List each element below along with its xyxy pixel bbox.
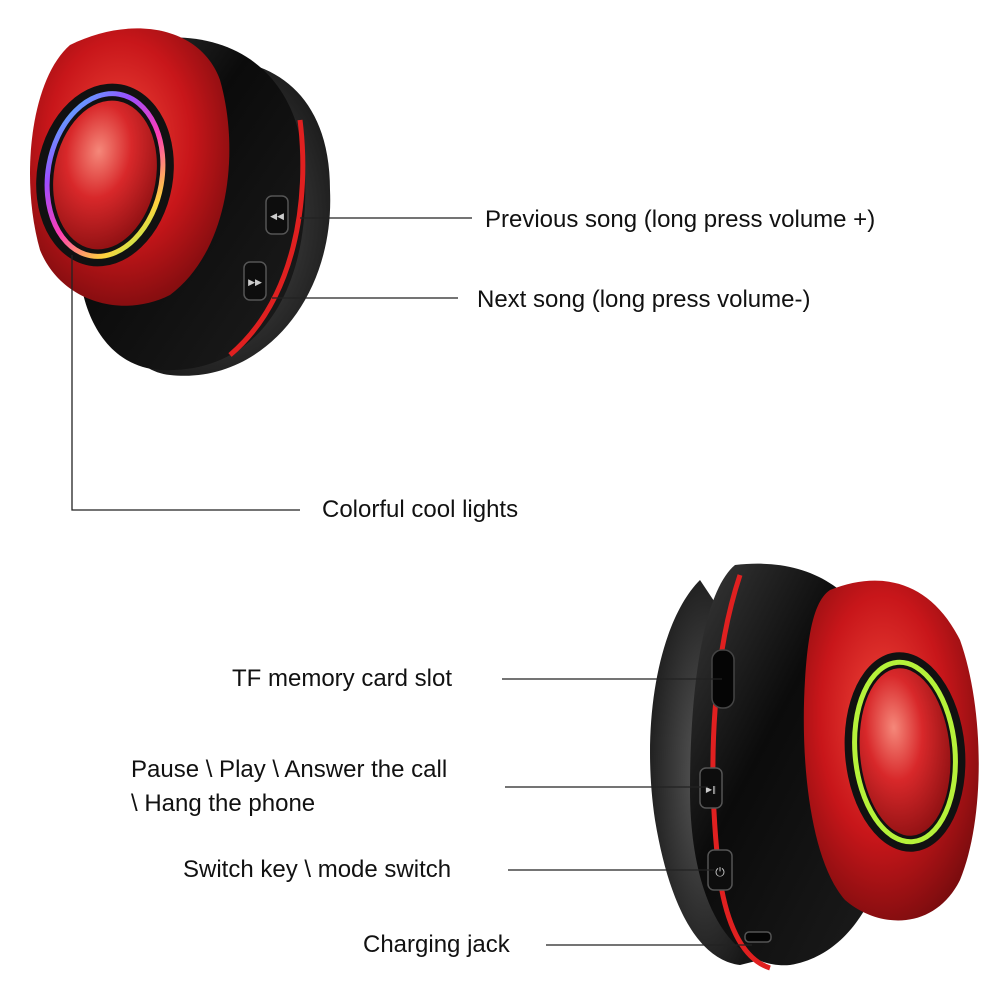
svg-text:▶‖: ▶‖ xyxy=(706,785,716,794)
svg-text:▶▶: ▶▶ xyxy=(248,278,262,288)
bottom-red-stripe xyxy=(710,574,771,971)
bottom-red-disc xyxy=(859,668,951,836)
top-earcup: ◀◀ ▶▶ xyxy=(30,28,331,376)
label-switch-key: Switch key \ mode switch xyxy=(183,856,452,883)
bottom-button-power[interactable]: ⏻ xyxy=(707,849,733,891)
label-colorful-lights: Colorful cool lights xyxy=(322,496,519,523)
label-charging-jack: Charging jack xyxy=(363,931,510,958)
charging-jack[interactable] xyxy=(744,931,772,943)
bottom-earcup: ▶‖ ⏻ xyxy=(650,563,979,971)
bottom-button-play-pause[interactable]: ▶‖ xyxy=(699,767,723,809)
label-pause-play-line1: Pause \ Play \ Answer the call xyxy=(131,756,448,783)
top-red-stripe xyxy=(228,119,306,357)
bottom-light-ring xyxy=(852,659,958,845)
top-button-previous[interactable]: ◀◀ xyxy=(265,195,289,235)
leader-lines xyxy=(71,217,752,946)
label-next-song: Next song (long press volume-) xyxy=(477,286,811,313)
top-light-ring xyxy=(44,91,166,259)
svg-text:⏻: ⏻ xyxy=(715,865,725,879)
top-button-next[interactable]: ▶▶ xyxy=(243,261,267,301)
label-tf-slot: TF memory card slot xyxy=(232,665,453,692)
svg-text:◀◀: ◀◀ xyxy=(270,212,284,222)
label-previous-song: Previous song (long press volume +) xyxy=(485,206,876,233)
label-pause-play: Pause \ Play \ Answer the call \ Hang th… xyxy=(131,753,447,821)
top-red-disc xyxy=(53,100,157,250)
leader-lights xyxy=(71,255,300,511)
label-pause-play-line2: \ Hang the phone xyxy=(131,790,316,817)
